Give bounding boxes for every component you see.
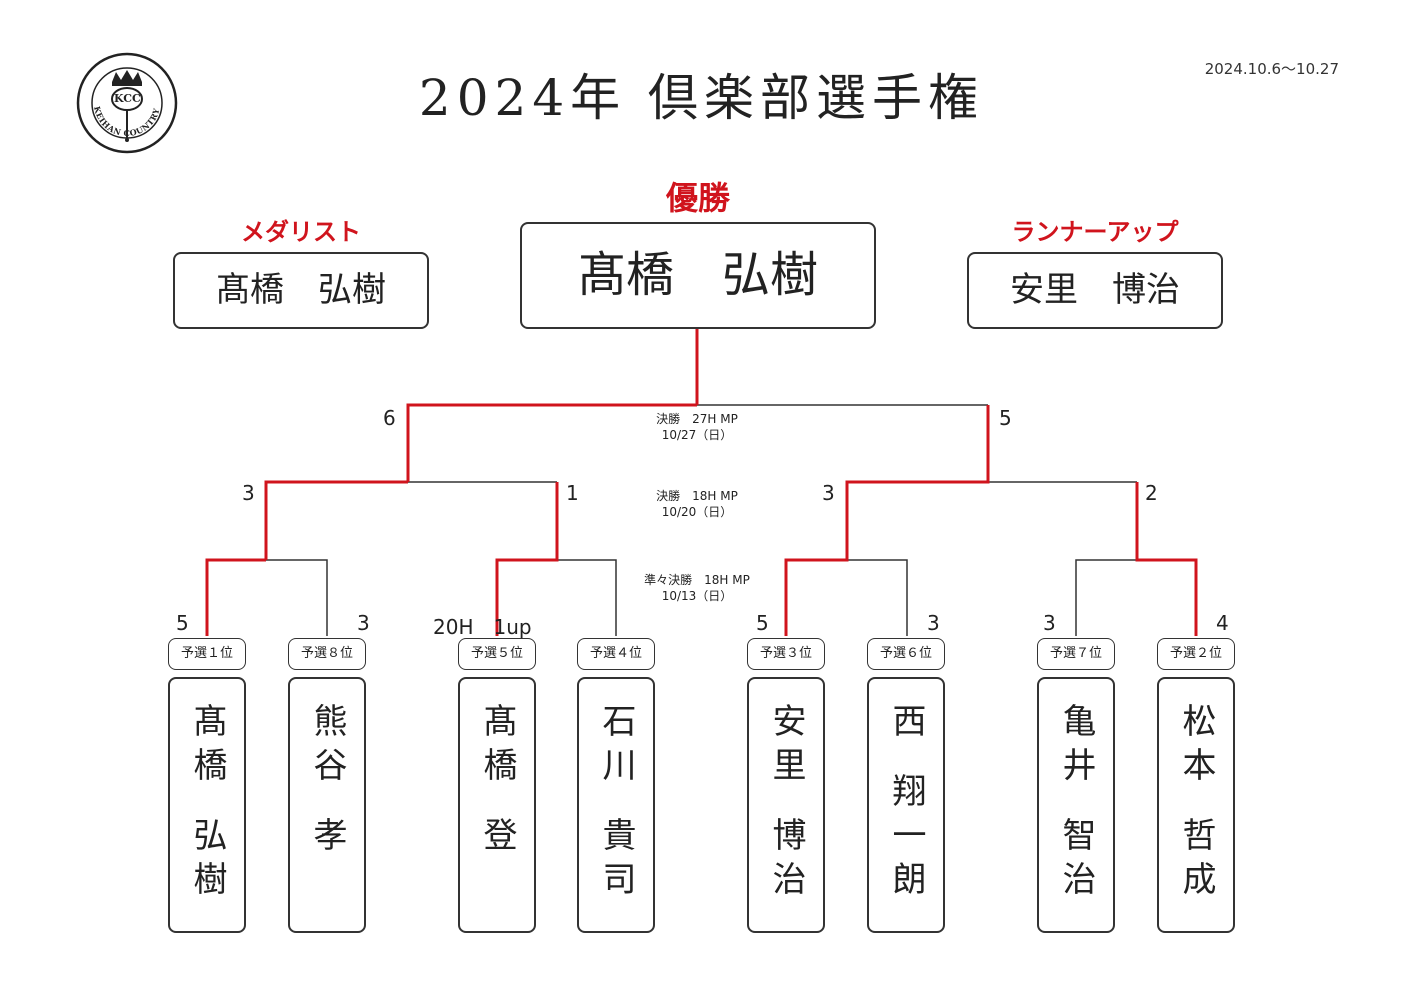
- player-family-name: 髙橋: [477, 703, 517, 791]
- score-qf: 20H 1up: [433, 615, 532, 639]
- round-date: 10/27（日）: [661, 428, 733, 442]
- score-qf: 5: [176, 611, 189, 635]
- round-format: 決勝 27H MP: [656, 412, 738, 426]
- player-card: 安里 博治: [747, 677, 825, 933]
- club-logo: KEIHAN COUNTRY CLUB KCC: [72, 44, 178, 154]
- winner-line: [205, 558, 266, 636]
- score-final-left: 6: [383, 406, 396, 430]
- score-semi: 1: [566, 481, 579, 505]
- player-given-name: 貴司: [596, 817, 636, 905]
- player-family-name: 安里: [766, 703, 806, 791]
- score-qf: 5: [756, 611, 769, 635]
- page-title: 2024年 倶楽部選手権: [418, 69, 985, 127]
- score-semi: 3: [242, 481, 255, 505]
- seed-badge: 予選２位: [1157, 638, 1235, 670]
- round-format: 準々決勝 18H MP: [644, 573, 750, 587]
- round-label-final: 決勝 27H MP 10/27（日）: [597, 411, 797, 443]
- player-given-name: 登: [477, 817, 517, 861]
- player-given-name: 博治: [766, 817, 806, 905]
- champion-label: 優勝: [665, 179, 730, 217]
- winner-line: [784, 405, 990, 636]
- player-given-name: 翔一朗: [886, 773, 926, 905]
- round-date: 10/20（日）: [661, 505, 733, 519]
- player-family-name: 石川: [596, 703, 636, 791]
- player-family-name: 熊谷: [307, 703, 347, 791]
- round-date: 10/13（日）: [661, 589, 733, 603]
- bracket-loser-lines: [266, 404, 1137, 636]
- player-card: 熊谷 孝: [288, 677, 366, 933]
- date-range: 2024.10.6～10.27: [1204, 60, 1339, 78]
- medalist-name: 髙橋 弘樹: [173, 252, 429, 329]
- seed-badge: 予選７位: [1037, 638, 1115, 670]
- player-card: 髙橋 登: [458, 677, 536, 933]
- winner-line: [406, 403, 697, 482]
- seed-badge: 予選１位: [168, 638, 246, 670]
- player-family-name: 亀井: [1056, 703, 1096, 791]
- bracket-line: [557, 559, 617, 636]
- logo-center-text: KCC: [114, 92, 141, 105]
- player-card: 亀井 智治: [1037, 677, 1115, 933]
- winner-line: [1135, 482, 1198, 636]
- round-label-semifinal: 決勝 18H MP 10/20（日）: [597, 488, 797, 520]
- winner-line: [495, 482, 559, 636]
- player-family-name: 西: [886, 703, 926, 747]
- bracket-winner-lines: [205, 329, 1198, 636]
- runner-up-name: 安里 博治: [967, 252, 1223, 329]
- score-qf: 3: [927, 611, 940, 635]
- champion-name: 髙橋 弘樹: [520, 222, 876, 329]
- seed-badge: 予選４位: [577, 638, 655, 670]
- score-semi: 2: [1145, 481, 1158, 505]
- round-label-quarterfinal: 準々決勝 18H MP 10/13（日）: [597, 572, 797, 604]
- player-family-name: 松本: [1176, 703, 1216, 791]
- seed-badge: 予選６位: [867, 638, 945, 670]
- player-family-name: 髙橋: [187, 703, 227, 791]
- player-card: 松本 哲成: [1157, 677, 1235, 933]
- winner-line: [264, 480, 408, 560]
- seed-badge: 予選３位: [747, 638, 825, 670]
- logo-emblem-icon: KEIHAN COUNTRY CLUB: [72, 44, 178, 154]
- bracket-line: [266, 559, 328, 636]
- medalist-label: メダリスト: [241, 218, 361, 246]
- player-given-name: 弘樹: [187, 817, 227, 905]
- player-card: 西 翔一朗: [867, 677, 945, 933]
- score-semi: 3: [822, 481, 835, 505]
- player-card: 髙橋 弘樹: [168, 677, 246, 933]
- runner-up-label: ランナーアップ: [1011, 218, 1179, 246]
- bracket-line: [847, 559, 908, 636]
- seed-badge: 予選８位: [288, 638, 366, 670]
- score-qf: 4: [1216, 611, 1229, 635]
- score-qf: 3: [357, 611, 370, 635]
- bracket-line: [1075, 559, 1137, 636]
- player-given-name: 孝: [307, 817, 347, 861]
- round-format: 決勝 18H MP: [656, 489, 738, 503]
- player-card: 石川 貴司: [577, 677, 655, 933]
- score-qf: 3: [1043, 611, 1056, 635]
- seed-badge: 予選５位: [458, 638, 536, 670]
- player-given-name: 智治: [1056, 817, 1096, 905]
- player-given-name: 哲成: [1176, 817, 1216, 905]
- score-final-right: 5: [999, 406, 1012, 430]
